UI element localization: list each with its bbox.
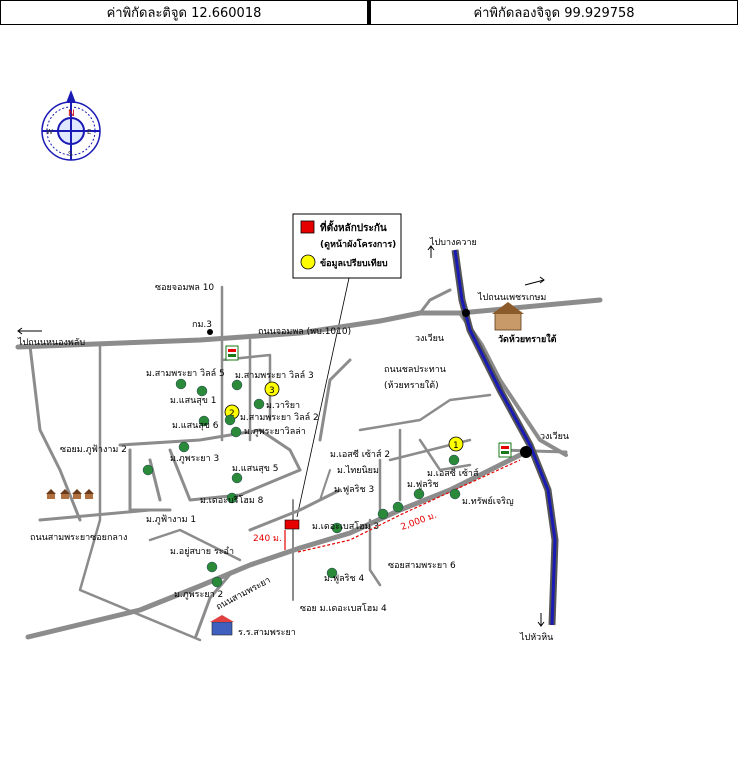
label-wariya: ม.วาริยา [266,400,300,411]
label-thanon-jompol: ถนนจอมพล (พบ.1010) [258,327,351,337]
label-phupraya3: ม.ภูพระยา 3 [170,454,219,464]
label-sampraya-villa2: ม.สามพระยา วิลล์ 2 [240,411,319,423]
label-saensuk1: ม.แสนสุข 1 [170,396,216,406]
label-wongwian-right: วงเวียน [540,431,569,442]
compare-legend-swatch [300,254,316,270]
label-wongwian-top: วงเวียน [415,333,444,344]
label-phufangam1: ม.ภูฟ้างาม 1 [146,514,196,525]
label-to-huahin: ไปหัวหิน [519,632,553,643]
label-to-phetkasem: ไปถนนเพชรเกษม [477,292,546,303]
label-dist-240: 240 ม. [253,534,282,544]
label-thainiyom: ม.ไทยนิยม [337,465,379,476]
housing-project-icons [142,378,461,588]
compare-marker-1: 1 [448,436,464,452]
direction-arrows [17,245,545,627]
latitude-cell: ค่าพิกัดละติจูด 12.660018 [0,0,368,25]
label-soi-sampraya6: ซอยสามพระยา 6 [388,561,456,571]
label-dist-2000: 2,000 ม. [400,511,439,533]
label-yusabai: ม.อยู่สบาย ระอำ [170,546,234,557]
label-saensuk5: ม.แสนสุข 5 [232,464,278,474]
label-fulrich: ม.ฟูลริช [407,479,439,490]
label-soi-phufangam2: ซอยม.ภูฟ้างาม 2 [60,444,127,455]
compass-s: S [68,150,73,158]
compass-w: W [46,128,53,136]
legend: ที่ตั้งหลักประกัน (ดูหน้าผังโครงการ) ข้อ… [292,213,402,279]
label-sampraya-villa3: ม.สามพระยา วิลล์ 3 [235,369,314,381]
label-soi-jompol10: ซอยจอมพล 10 [155,283,214,293]
label-fulrich4: ม.ฟูลริช 4 [324,573,364,584]
label-fulrich3: ม.ฟูลริช 3 [334,484,374,495]
road-network [15,285,603,642]
label-thanon-sampraya-soikrang: ถนนสามพระยาซอยกลาง [30,533,127,543]
label-to-nongyaplong: ไปถนนหนองพลับ [17,337,85,348]
compare-marker-3: 3 [264,381,280,397]
legend-site-sub: (ดูหน้าผังโครงการ) [320,238,396,250]
label-sc-south2: ม.เอสซี เซ้าส์ 2 [330,448,390,460]
label-sampraya-villa5: ม.สามพระยา วิลล์ 5 [146,367,225,379]
convenience-store-icon [498,442,512,458]
coordinates-bar: ค่าพิกัดละติจูด 12.660018 ค่าพิกัดลองจิจ… [0,0,738,27]
temple-icon [492,302,524,331]
house-icon [46,489,94,499]
label-thanon-chonprathan: ถนนชลประทาน [384,365,446,375]
label-phupraya-villa: ม.ภูพระยาวิลล่า [244,426,306,437]
label-to-bangkrathum: ไปบางควาย [429,237,477,248]
legend-compare-label: ข้อมูลเปรียบเทียบ [320,258,388,269]
label-the-breeze3: ม.เดอะเบสโฮม 3 [312,521,379,532]
label-saensuk6: ม.แสนสุข 6 [172,421,219,431]
distance-route [297,459,521,553]
roundabout-top [462,309,470,317]
svg-text:2: 2 [229,409,235,419]
label-the-breeze8: ม.เดอะบรีโฮม 8 [200,495,264,506]
school-icon [210,615,234,636]
legend-site-label: ที่ตั้งหลักประกัน [320,220,387,234]
site-marker [284,519,300,530]
label-school: ร.ร.สามพระยา [238,628,296,638]
roundabout-right [520,446,532,458]
svg-text:1: 1 [453,441,459,451]
compass-icon: N S E W [41,90,101,161]
convenience-store-icon [225,345,239,361]
svg-text:3: 3 [269,386,275,396]
compass-e: E [87,128,91,136]
label-phupraya2: ม.ภูพระยา 2 [174,590,223,600]
label-wat: วัดห้วยทรายใต้ [498,333,557,345]
label-subsincharoen: ม.ทรัพย์เจริญ [462,495,514,507]
compass-n: N [68,109,75,119]
site-legend-swatch [300,220,315,234]
label-km3: กม.3 [192,320,212,330]
label-sc-south: ม.เอสซี เซ้าส์ [427,467,479,479]
label-huai-sai-tai: (ห้วยทรายใต้) [384,380,439,391]
label-soi-the-breeze4: ซอย ม.เดอะเบสโฮม 4 [300,603,387,614]
